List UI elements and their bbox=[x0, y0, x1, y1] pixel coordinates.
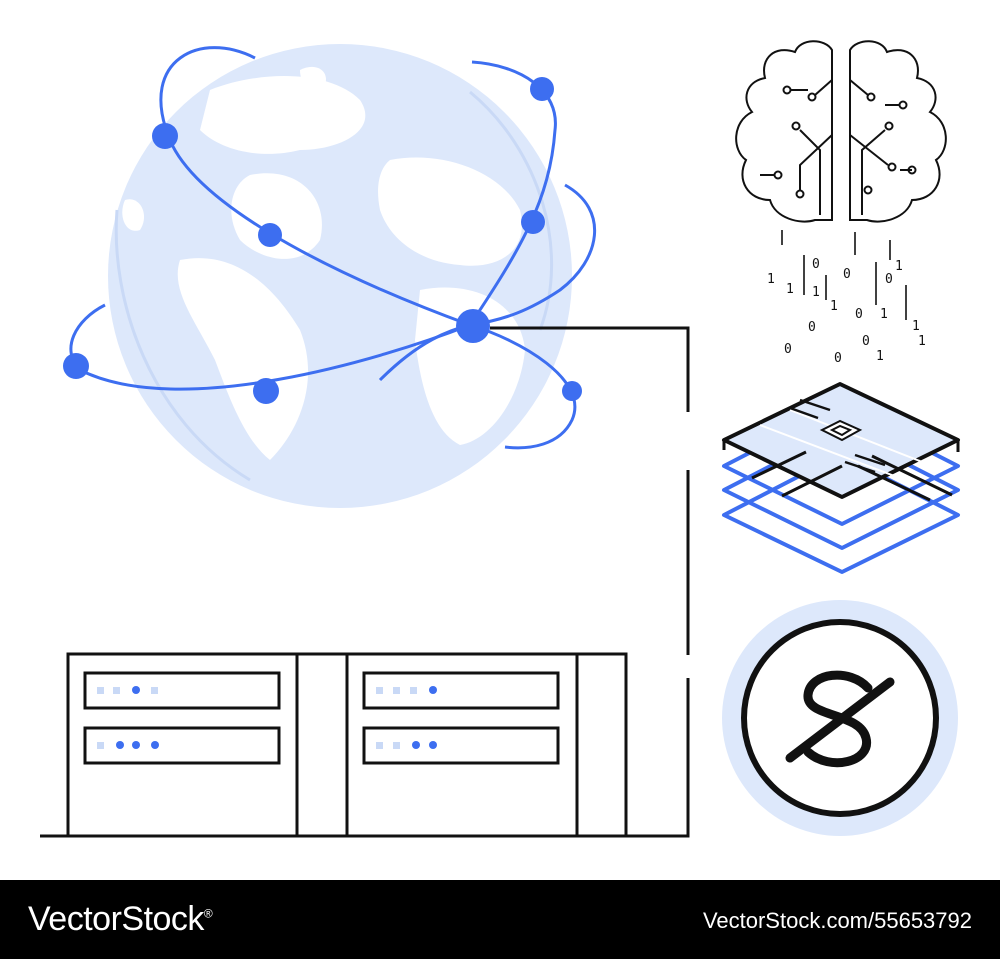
binary-digit: 1 bbox=[767, 272, 775, 287]
binary-digit: 0 bbox=[812, 257, 820, 272]
binary-digit: 1 bbox=[786, 282, 794, 297]
footer-bar: VectorStock® VectorStock.com/55653792 bbox=[0, 880, 1000, 959]
binary-digit: 0 bbox=[885, 272, 893, 287]
binary-digit: 1 bbox=[876, 349, 884, 364]
vectorstock-logo: VectorStock® bbox=[28, 900, 213, 939]
server-rack-icon bbox=[66, 652, 628, 838]
binary-digit: 1 bbox=[912, 319, 920, 334]
binary-digit: 1 bbox=[830, 299, 838, 314]
ai-brain-icon bbox=[735, 40, 947, 223]
globe-network-icon bbox=[63, 44, 597, 508]
binary-digit: 0 bbox=[843, 267, 851, 282]
illustration-canvas: 1 1 0 1 0 1 0 0 1 1 0 0 1 0 0 1 1 bbox=[40, 40, 960, 838]
binary-digit: 1 bbox=[895, 259, 903, 274]
dollar-coin-icon bbox=[722, 600, 958, 836]
binary-digit: 0 bbox=[855, 307, 863, 322]
layered-chip-icon bbox=[722, 382, 960, 574]
binary-digit: 0 bbox=[808, 320, 816, 335]
logo-registered-mark: ® bbox=[203, 906, 213, 921]
binary-digit: 1 bbox=[918, 334, 926, 349]
binary-digit: 1 bbox=[812, 285, 820, 300]
logo-text: VectorStock bbox=[28, 900, 204, 938]
binary-digit: 0 bbox=[784, 342, 792, 357]
binary-digit: 0 bbox=[862, 334, 870, 349]
binary-digit: 0 bbox=[834, 351, 842, 366]
binary-digit: 1 bbox=[880, 307, 888, 322]
binary-stream-icon: 1 1 0 1 0 1 0 0 1 1 0 0 1 0 0 1 1 bbox=[767, 230, 926, 366]
image-id-text: VectorStock.com/55653792 bbox=[702, 908, 972, 933]
